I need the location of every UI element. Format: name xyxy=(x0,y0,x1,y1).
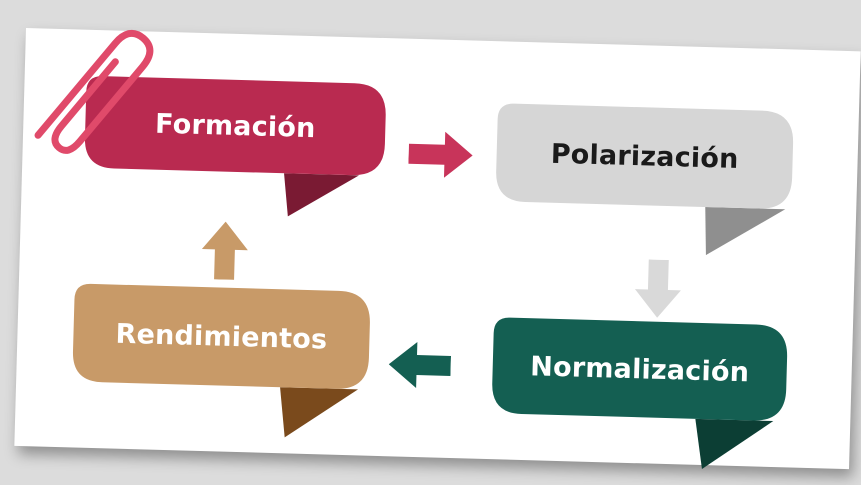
step-rendimientos-label: Rendimientos xyxy=(115,318,328,356)
arrow-right-icon xyxy=(408,131,473,179)
paperclip-icon xyxy=(28,10,158,174)
arrow-down-icon xyxy=(634,259,682,318)
step-polarizacion-label: Polarización xyxy=(550,138,739,175)
step-rendimientos: Rendimientos xyxy=(71,283,375,441)
step-polarizacion: Polarización xyxy=(494,103,798,261)
step-formacion: Formación xyxy=(83,76,387,224)
arrow-up-icon xyxy=(201,221,249,280)
step-normalizacion: Normalización xyxy=(490,317,794,475)
step-normalizacion-label: Normalización xyxy=(529,350,750,388)
arrow-left-icon xyxy=(388,341,452,389)
cycle-diagram-card: Formación Polarización Normalización xyxy=(14,28,861,470)
